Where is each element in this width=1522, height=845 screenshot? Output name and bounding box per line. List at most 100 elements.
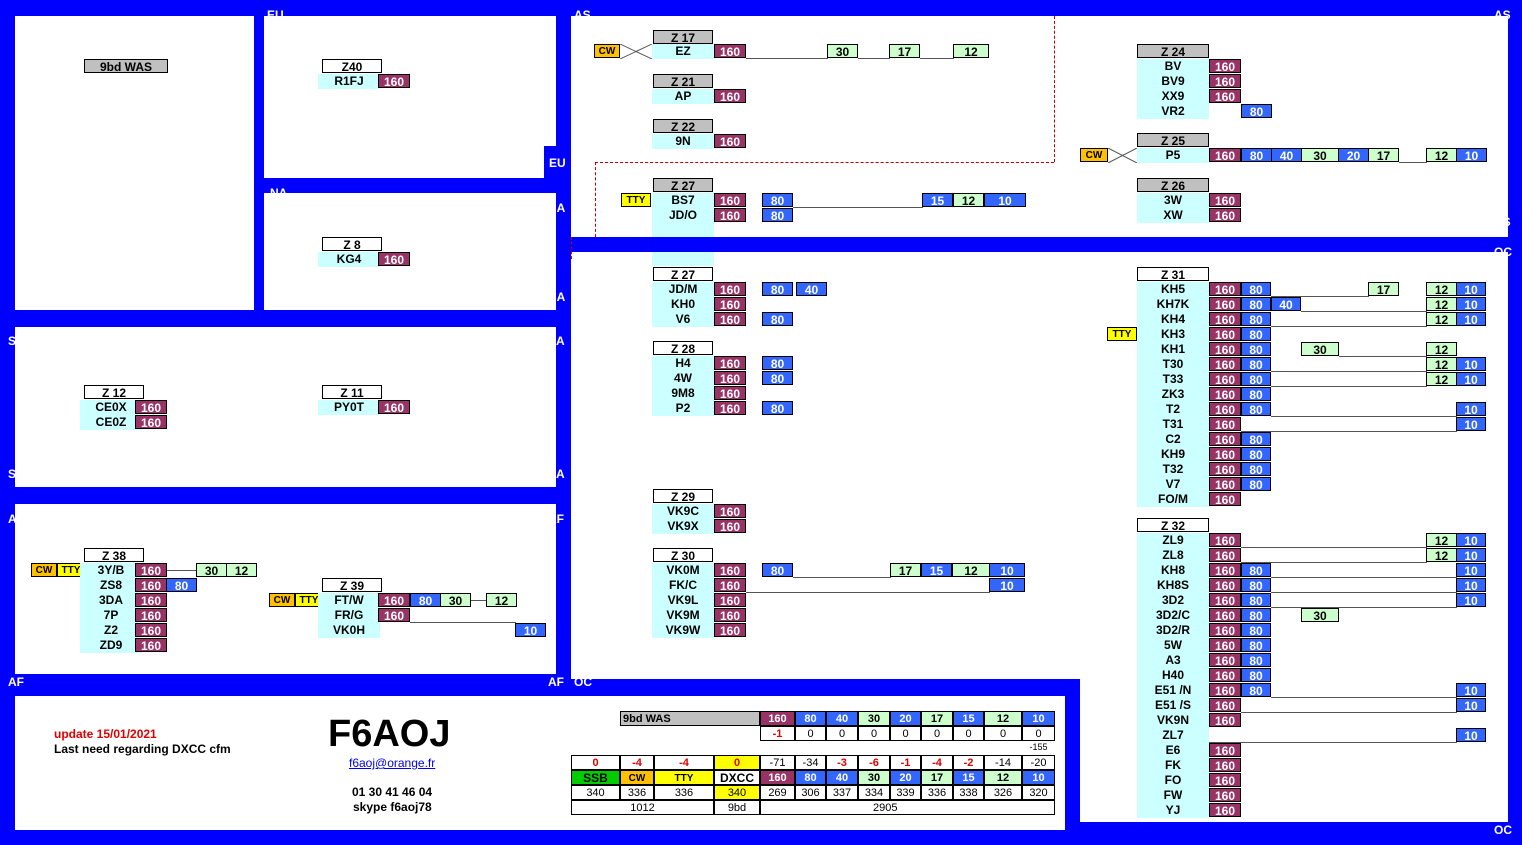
zone-z25: Z 25: [1137, 133, 1209, 148]
label-na-4: NA: [548, 290, 566, 304]
band-t30-80: 80: [1241, 357, 1271, 372]
call-vk9c: VK9C: [652, 504, 714, 519]
band-3d2-160: 160: [1209, 593, 1241, 608]
label-sa-1: SA: [8, 334, 25, 348]
summary-was-row-5: 0: [921, 726, 953, 741]
band-t31-160: 160: [1209, 417, 1241, 432]
zone-z24: Z 24: [1137, 44, 1209, 59]
band-3d2r-160: 160: [1209, 623, 1241, 638]
call-a3: A3: [1137, 653, 1209, 668]
summary-band-header-40: 40: [826, 770, 858, 785]
call-v6: V6: [652, 312, 714, 327]
cross-icon-p5: [1107, 147, 1138, 164]
call-kh8s: KH8S: [1137, 578, 1209, 593]
call-vk9m: VK9M: [652, 608, 714, 623]
band-kh7k-12: 12: [1426, 297, 1457, 312]
band-a3-80: 80: [1241, 653, 1271, 668]
call-h40: H40: [1137, 668, 1209, 683]
summary-was-row-1: 0: [795, 726, 826, 741]
line-ftw: [471, 600, 487, 601]
summary-band-value-0: 269: [760, 785, 795, 800]
band-7p-160: 160: [135, 608, 167, 623]
band-kh1-160: 160: [1209, 342, 1241, 357]
band-r1fj-160: 160: [378, 74, 410, 89]
call-zd9: ZD9: [80, 638, 142, 653]
label-sa-3: SA: [8, 467, 25, 481]
call-c2: C2: [1137, 432, 1209, 447]
band-kh9-80: 80: [1241, 447, 1271, 462]
band-vk9x-160: 160: [714, 519, 746, 534]
call-jdo: JD/O: [652, 208, 714, 223]
label-af-3: AF: [8, 675, 24, 689]
band-bs7-12: 12: [953, 193, 984, 208]
band-fw-160: 160: [1209, 788, 1241, 803]
summary-mode-value-0: 340: [571, 785, 620, 800]
label-oc-3: OC: [574, 675, 592, 689]
band-vk9n-160: 160: [1209, 713, 1241, 728]
line-ez-3: [920, 58, 954, 59]
band-ce0x-160: 160: [135, 400, 167, 415]
band-e51n-160: 160: [1209, 683, 1241, 698]
panel-na: [264, 193, 556, 310]
line-3yb: [167, 570, 197, 571]
zone-z21: Z 21: [653, 74, 713, 89]
band-kh8s-10: 10: [1456, 578, 1486, 593]
zone-z39: Z 39: [322, 578, 382, 593]
label-na-2: NA: [548, 201, 566, 215]
summary-was-row-8: 0: [1022, 726, 1055, 741]
call-zl8: ZL8: [1137, 548, 1209, 563]
label-oc-4: OC: [1494, 823, 1512, 837]
band-p5-80: 80: [1241, 148, 1272, 163]
band-fkc-160: 160: [714, 578, 746, 593]
mode-tty-bs7: TTY: [621, 193, 651, 207]
band-c2-160: 160: [1209, 432, 1241, 447]
boundary-dash-4: [571, 237, 572, 259]
band-3da-160: 160: [135, 593, 167, 608]
summary-band-delta-7: -14: [984, 755, 1022, 770]
line-ez-2: [858, 58, 890, 59]
summary-band-header-160: 160: [760, 770, 795, 785]
line-zl8: [1241, 562, 1427, 563]
summary-band-delta-6: -2: [953, 755, 984, 770]
call-e51s: E51 /S: [1137, 698, 1209, 713]
band-kh5-160: 160: [1209, 282, 1241, 297]
call-z2: Z2: [80, 623, 142, 638]
call-ce0z: CE0Z: [80, 415, 142, 430]
summary-was-band-15: 15: [953, 711, 984, 726]
band-4w-160: 160: [714, 371, 746, 386]
line-bs7: [793, 207, 923, 208]
call-yj: YJ: [1137, 803, 1209, 818]
band-kh5-17: 17: [1368, 282, 1399, 297]
update-text: update 15/01/2021: [54, 727, 157, 741]
note-text: Last need regarding DXCC cfm: [54, 742, 231, 756]
call-kh3: KH3: [1137, 327, 1209, 342]
email-link[interactable]: f6aoj@orange.fr: [349, 756, 436, 770]
band-e6-160: 160: [1209, 743, 1241, 758]
call-t32: T32: [1137, 462, 1209, 477]
zone-z29: Z 29: [653, 489, 713, 504]
band-3yb-160: 160: [135, 563, 167, 578]
band-e51n-10: 10: [1456, 683, 1486, 698]
summary-band-header-17: 17: [921, 770, 953, 785]
band-kh8-10: 10: [1456, 563, 1486, 578]
band-kh7k-40: 40: [1271, 297, 1301, 312]
line-kh7k: [1301, 311, 1427, 312]
band-t2-160: 160: [1209, 402, 1241, 417]
band-vk0m-15: 15: [921, 563, 952, 578]
band-zk3-160: 160: [1209, 387, 1241, 402]
band-zl8-10: 10: [1456, 548, 1486, 563]
band-v6-80: 80: [762, 312, 793, 327]
band-ftw-30: 30: [440, 593, 471, 608]
call-kh9: KH9: [1137, 447, 1209, 462]
band-p5-10: 10: [1456, 148, 1487, 163]
band-t2-80: 80: [1241, 402, 1271, 417]
band-kh7k-10: 10: [1456, 297, 1486, 312]
label-as-1: AS: [574, 8, 591, 22]
label-as-3: AS: [574, 215, 591, 229]
band-kh7k-80: 80: [1241, 297, 1271, 312]
call-e51n: E51 /N: [1137, 683, 1209, 698]
summary-band-header-12: 12: [984, 770, 1022, 785]
band-fo-160: 160: [1209, 773, 1241, 788]
band-e51s-10: 10: [1456, 698, 1486, 713]
band-t30-10: 10: [1456, 357, 1486, 372]
